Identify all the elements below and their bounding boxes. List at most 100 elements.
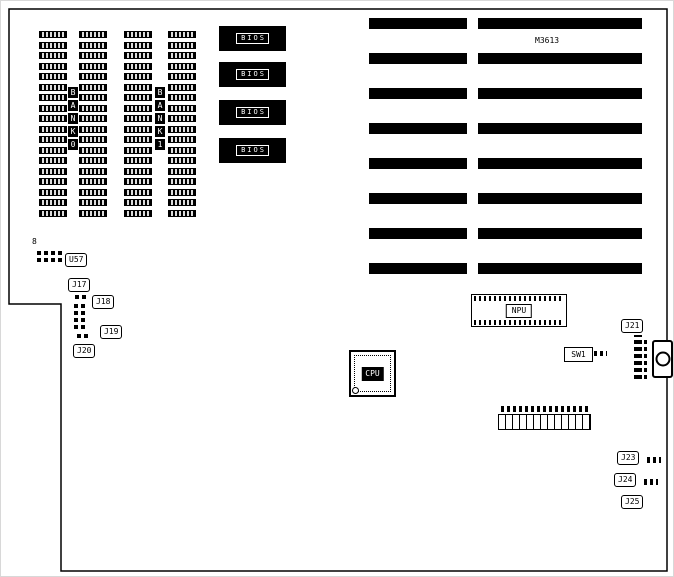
mem-chip: [168, 94, 196, 101]
mem-chip: [124, 178, 152, 185]
bank-label-letter: 0: [68, 139, 78, 150]
u57-pin-count: 8: [32, 237, 37, 246]
j24-pins: [644, 479, 658, 485]
mem-chip: [39, 115, 67, 122]
mem-chip: [79, 115, 107, 122]
mem-chip: [39, 146, 67, 154]
slot-row: [369, 228, 642, 239]
j23-pins: [647, 457, 661, 463]
mem-chip: [124, 62, 152, 70]
mem-chip: [79, 146, 107, 154]
mem-chip: [124, 115, 152, 122]
mem-chip: [79, 209, 107, 217]
mem-chip: [39, 83, 67, 91]
bank-label-letter: K: [155, 126, 165, 137]
mem-chip: [39, 104, 67, 112]
memory-column-2: [79, 31, 107, 220]
mem-chip: [168, 188, 196, 196]
bank-label-letter: N: [68, 113, 78, 124]
mem-chip: [124, 104, 152, 112]
mem-chip: [124, 41, 152, 49]
sw1-pins: [594, 351, 607, 356]
mem-chip: [168, 157, 196, 164]
mem-chip: [124, 31, 152, 38]
bank-label-letter: B: [155, 87, 165, 98]
mem-chip: [124, 188, 152, 196]
mem-chip: [39, 52, 67, 59]
mem-chip: [168, 52, 196, 59]
mem-chip: [79, 167, 107, 175]
mem-chip: [39, 136, 67, 143]
mem-chip: [124, 83, 152, 91]
sw1-switch: SW1: [564, 347, 593, 362]
j20-pins: [77, 333, 89, 338]
bios-label: BIOS: [236, 145, 269, 156]
mem-chip: [39, 41, 67, 49]
bios-label: BIOS: [236, 33, 269, 44]
j24-label: J24: [614, 473, 637, 487]
npu-pins-top: [474, 296, 564, 301]
slot-row: [369, 123, 642, 134]
slot-row: [369, 88, 642, 99]
mem-chip: [168, 167, 196, 175]
bios-chip-2: BIOS: [219, 62, 286, 87]
mem-chip: [124, 199, 152, 206]
mem-chip: [79, 62, 107, 70]
cpu-pin-grid: [354, 355, 391, 392]
mem-chip: [168, 62, 196, 70]
npu-pins-bottom: [474, 320, 564, 325]
j25-label: J25: [621, 495, 644, 509]
j17-label: J17: [68, 278, 91, 292]
bank-label-letter: A: [68, 100, 78, 111]
slot-row: [369, 53, 642, 64]
cpu-socket: CPU: [349, 350, 396, 397]
mem-chip: [39, 125, 67, 133]
bios-chip-3: BIOS: [219, 100, 286, 125]
memory-column-3: [124, 31, 152, 220]
mem-chip: [79, 199, 107, 206]
power-connector: [498, 414, 591, 430]
mem-chip: [124, 94, 152, 101]
j20-label: J20: [73, 344, 96, 358]
bank-label-letter: N: [155, 113, 165, 124]
bank-label-letter: A: [155, 100, 165, 111]
mem-chip: [168, 209, 196, 217]
memory-column-1: [39, 31, 67, 220]
npu-socket: NPU: [471, 294, 567, 327]
j21-label: J21: [621, 319, 644, 333]
mem-chip: [124, 157, 152, 164]
mem-chip: [168, 136, 196, 143]
bios-label: BIOS: [236, 69, 269, 80]
slot-row: [369, 18, 642, 29]
bios-label: BIOS: [236, 107, 269, 118]
mem-chip: [124, 73, 152, 80]
mem-chip: [124, 136, 152, 143]
mem-chip: [79, 31, 107, 38]
bank-label-letter: B: [68, 87, 78, 98]
mem-chip: [79, 136, 107, 143]
bios-chip-4: BIOS: [219, 138, 286, 163]
mem-chip: [79, 94, 107, 101]
j21-pin-stubs: [644, 339, 647, 379]
j18-label: J18: [92, 295, 115, 309]
expansion-slots: [369, 18, 642, 298]
npu-label: NPU: [505, 303, 533, 318]
mem-chip: [79, 157, 107, 164]
mem-chip: [39, 73, 67, 80]
mem-chip: [39, 62, 67, 70]
mem-chip: [124, 209, 152, 217]
mem-chip: [168, 31, 196, 38]
slot-row: [369, 158, 642, 169]
mem-chip: [79, 73, 107, 80]
mem-chip: [39, 94, 67, 101]
mem-chip: [79, 178, 107, 185]
mem-chip: [79, 41, 107, 49]
mem-chip: [124, 146, 152, 154]
slot-row: [369, 193, 642, 204]
mem-chip: [168, 146, 196, 154]
mem-chip: [168, 73, 196, 80]
